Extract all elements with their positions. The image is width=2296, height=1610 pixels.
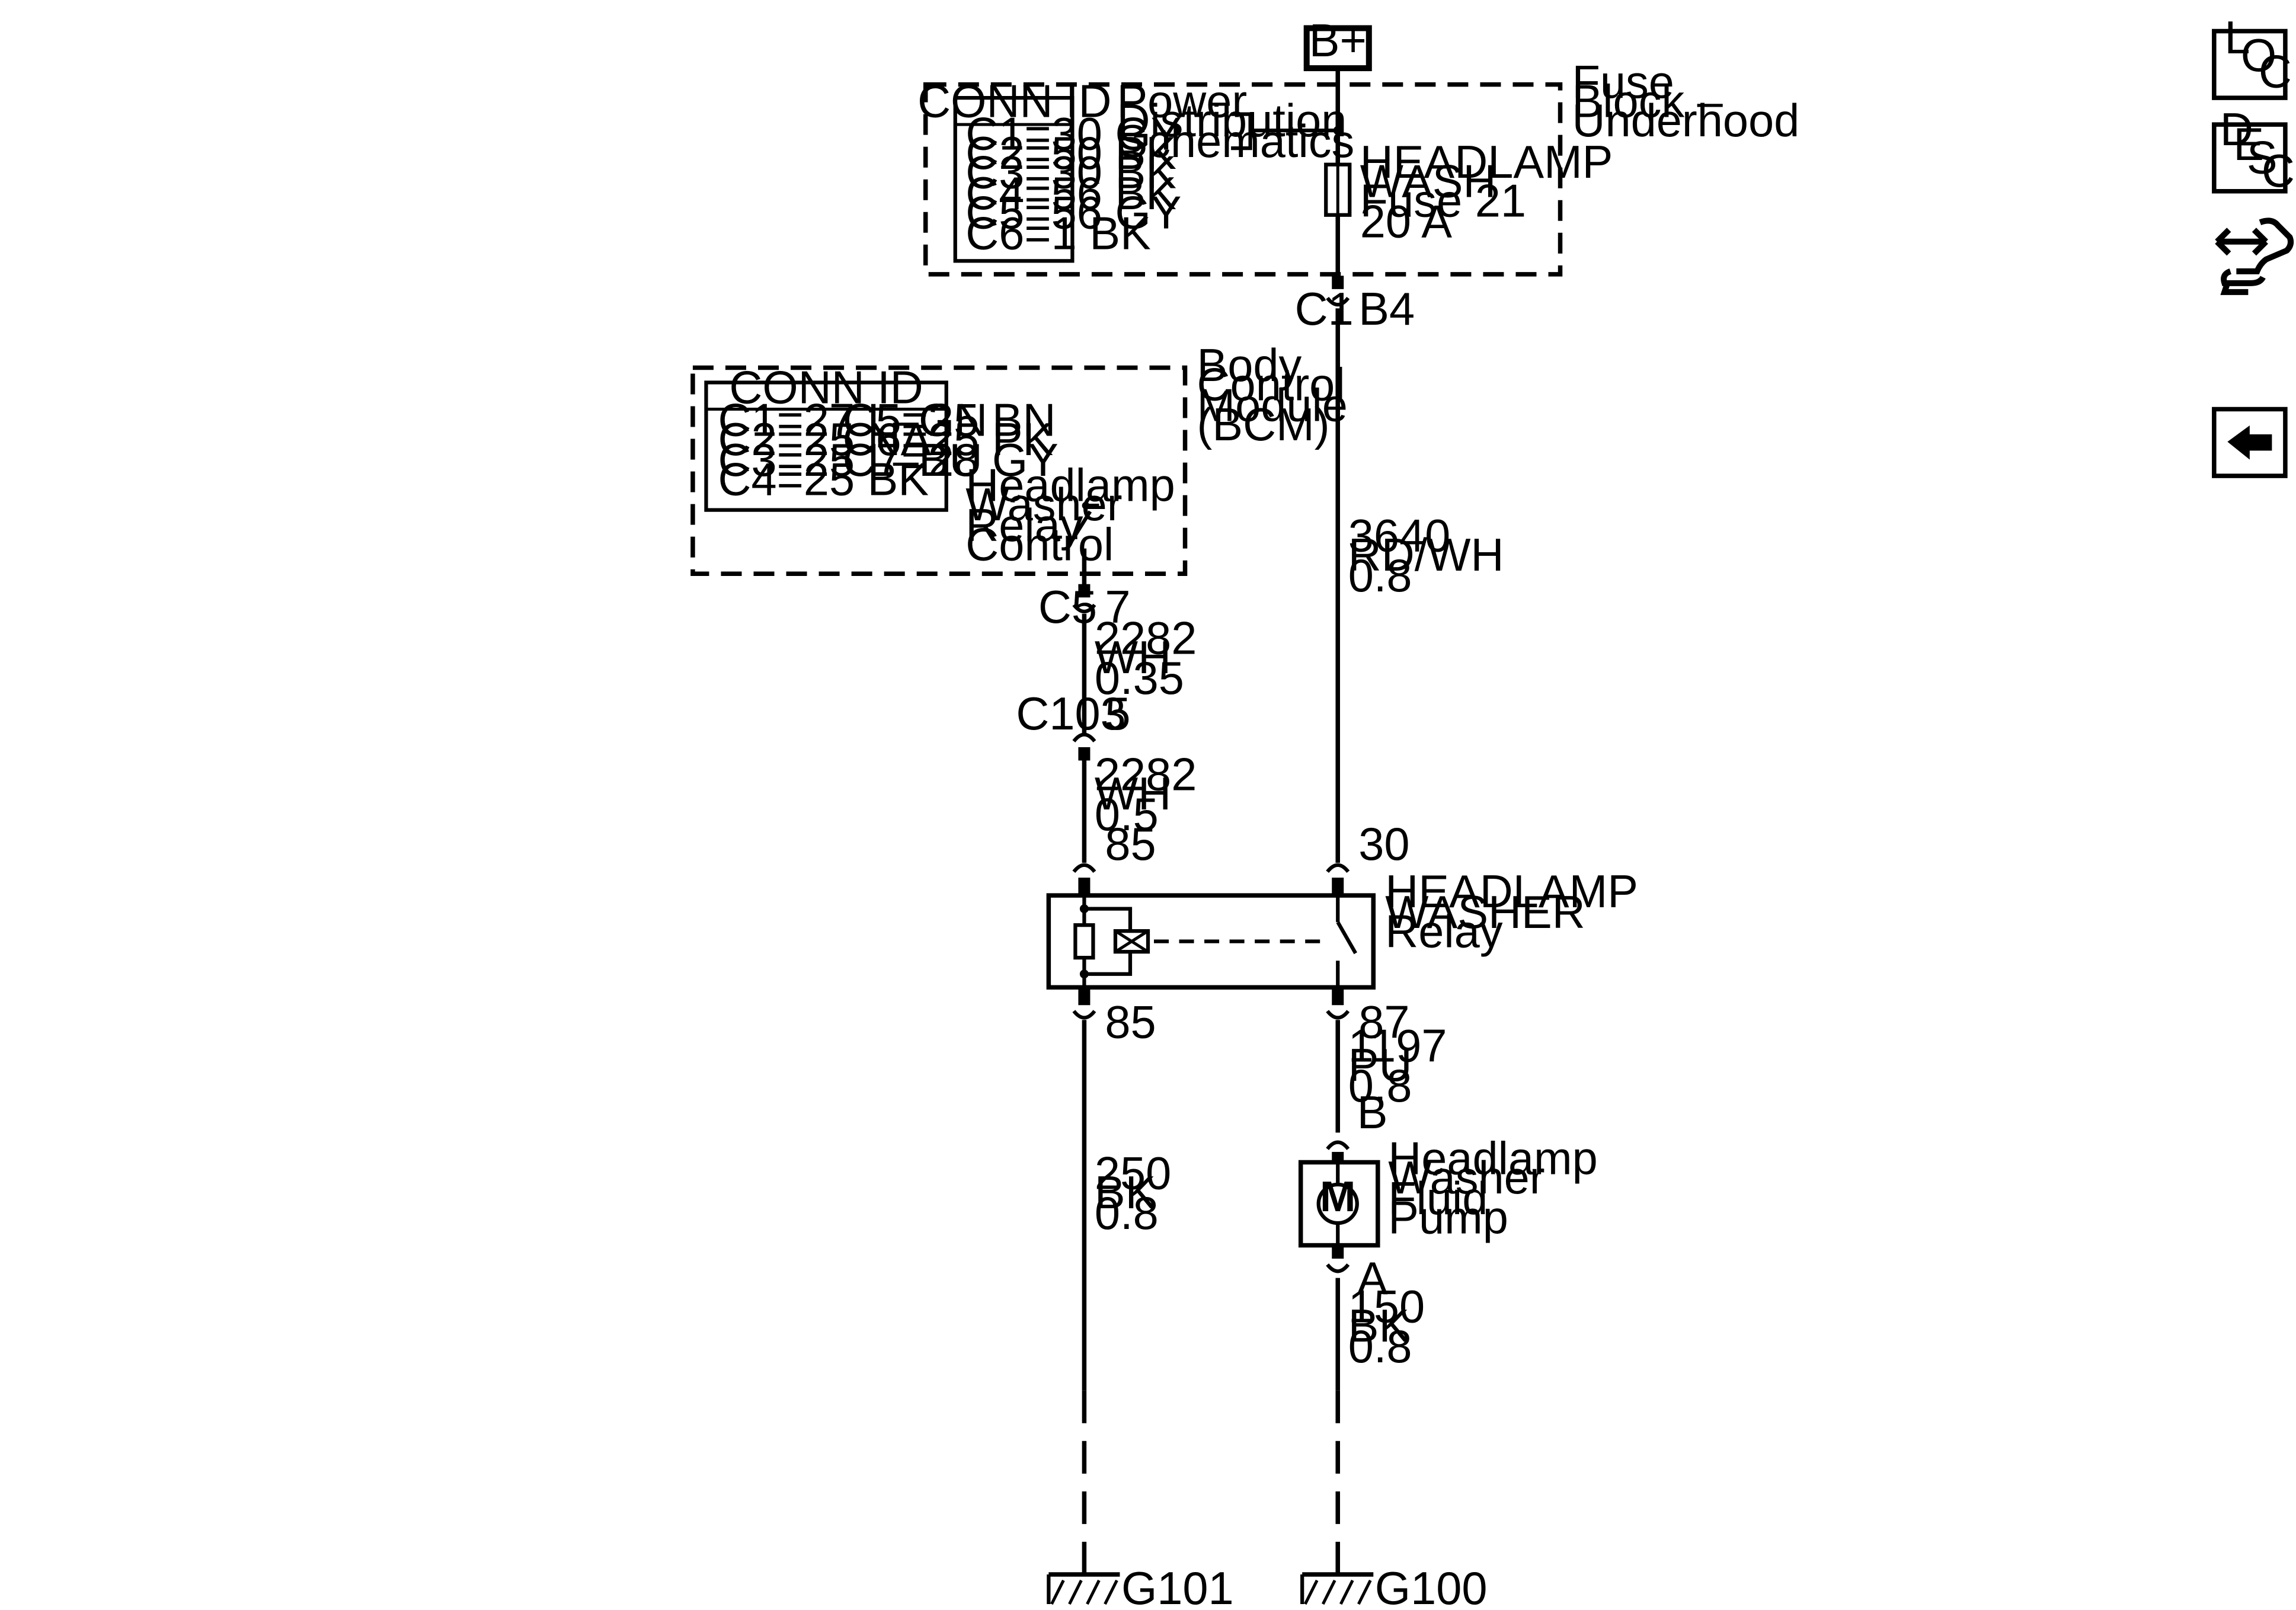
svg-text:WH: WH <box>1095 632 1171 683</box>
svg-text:0.8: 0.8 <box>1348 1061 1412 1112</box>
svg-text:C5: C5 <box>1038 582 1097 633</box>
headlamp-washer-fluid-pump: B M A Headlamp Washer Fluid Pump <box>1298 1087 1604 1304</box>
svg-text:3640: 3640 <box>1348 511 1451 562</box>
svg-text:1197: 1197 <box>1348 1020 1447 1071</box>
svg-text:Power: Power <box>1117 76 1247 127</box>
svg-text:0.8: 0.8 <box>1348 1321 1412 1372</box>
wire-2282-035-label: 2282 WH 0.35 <box>1095 613 1197 704</box>
svg-text:7: 7 <box>1105 582 1130 633</box>
fuse-block-underhood: Fuse Block – Underhood CONN ID C1=30 GY … <box>917 57 1800 277</box>
wire-3640-label: 3640 RD/WH 0.8 <box>1348 511 1504 602</box>
bcm-title: Body Control Module (BCM) <box>1197 340 1354 450</box>
svg-text:C: C <box>2262 146 2295 197</box>
svg-text:BK: BK <box>1348 1301 1409 1352</box>
diagnostic-flow-icon[interactable] <box>2215 217 2294 295</box>
battery-positive-source: B+ <box>1303 15 1372 72</box>
fuse-block-conn-id-table: CONN ID C1=30 GY C2=50 BK C3=30 BK C4=56… <box>917 76 1182 263</box>
svg-text:C: C <box>2259 47 2292 98</box>
svg-text:C103: C103 <box>1016 689 1125 740</box>
ground-wire-150: 150 BK 0.8 <box>1335 1278 1425 1574</box>
svg-text:WASH: WASH <box>1360 156 1496 207</box>
relay-title: HEADLAMP WASHER Relay <box>1385 866 1645 958</box>
svg-text:85: 85 <box>1105 997 1156 1048</box>
svg-text:CONN ID: CONN ID <box>917 76 1111 127</box>
svg-text:C3=30 BK: C3=30 BK <box>965 148 1176 199</box>
bcm-conn-id-table: CONN ID C1=27 L–GN C2=25 NA C3=25 L–BU C… <box>704 363 1059 512</box>
svg-text:2282: 2282 <box>1095 749 1197 800</box>
svg-text:Headlamp: Headlamp <box>965 460 1175 511</box>
svg-text:C4=56 BK: C4=56 BK <box>965 168 1176 219</box>
wire-1197: 1197 PU 0.8 <box>1335 1020 1447 1133</box>
back-button[interactable] <box>2212 406 2288 478</box>
svg-text:D: D <box>2220 104 2253 155</box>
svg-text:250: 250 <box>1095 1148 1171 1199</box>
headlamp-wash-fuse: HEADLAMP WASH Fuse 21 20 A <box>1324 137 1613 247</box>
svg-text:C6=25 PK: C6=25 PK <box>843 414 1054 465</box>
svg-text:S: S <box>2247 133 2278 184</box>
svg-text:Control: Control <box>965 520 1114 571</box>
svg-text:CONN ID: CONN ID <box>729 363 923 414</box>
svg-text:5: 5 <box>1105 689 1130 740</box>
svg-text:C3=25 L–BU: C3=25 L–BU <box>718 435 982 486</box>
svg-text:C2=50 BK: C2=50 BK <box>965 128 1176 179</box>
svg-text:C2=25 NA: C2=25 NA <box>718 414 931 465</box>
svg-text:0.35: 0.35 <box>1095 653 1184 704</box>
back-arrow-icon <box>2227 425 2272 460</box>
svg-text:B: B <box>1357 1087 1388 1138</box>
svg-text:BK: BK <box>1095 1167 1156 1218</box>
headlamp-washer-relay: 85 30 85 87 HEADLAMP WASHER Relay <box>1046 819 1645 1048</box>
svg-text:C7=28 GY: C7=28 GY <box>843 435 1059 486</box>
svg-text:M: M <box>1320 1173 1355 1221</box>
fuse-block-title: Fuse Block – Underhood <box>1572 57 1800 146</box>
svg-text:C1=27 L–GN: C1=27 L–GN <box>718 395 987 446</box>
svg-text:Fuse 21: Fuse 21 <box>1360 175 1526 226</box>
svg-text:C4=25 BK: C4=25 BK <box>718 454 929 505</box>
svg-text:G100: G100 <box>1375 1563 1488 1610</box>
svg-text:WH: WH <box>1095 769 1171 820</box>
svg-text:85: 85 <box>1105 819 1156 870</box>
svg-text:C1: C1 <box>1295 284 1354 335</box>
svg-text:O: O <box>2241 30 2276 81</box>
svg-text:C5=25 BN: C5=25 BN <box>843 395 1056 446</box>
connector-c103-pin5: C103 5 <box>1016 689 1131 761</box>
body-control-module: Body Control Module (BCM) CONN ID C1=27 … <box>690 340 1354 586</box>
connector-c5-pin7: C5 7 <box>1038 582 1131 633</box>
svg-text:20 A: 20 A <box>1360 196 1453 247</box>
svg-text:0.8: 0.8 <box>1348 550 1412 601</box>
svg-text:Relay: Relay <box>965 500 1083 551</box>
svg-text:RD/WH: RD/WH <box>1348 530 1504 581</box>
ground-wire-250: 250 BK 0.8 <box>1082 1020 1171 1574</box>
ground-g100: G100 <box>1302 1563 1487 1610</box>
svg-text:150: 150 <box>1348 1282 1425 1333</box>
svg-text:HEADLAMP: HEADLAMP <box>1360 137 1613 188</box>
svg-text:2282: 2282 <box>1095 613 1197 664</box>
svg-text:B4: B4 <box>1358 284 1415 335</box>
relay-control-switch: Headlamp Washer Relay Control <box>965 460 1175 586</box>
svg-text:C6=1 BK: C6=1 BK <box>965 208 1151 259</box>
loc-button[interactable]: L O C <box>2212 12 2292 100</box>
pump-title: Headlamp Washer Fluid Pump <box>1388 1133 1604 1243</box>
svg-text:E: E <box>2233 119 2264 170</box>
svg-text:L: L <box>2224 12 2250 63</box>
connector-c1-b4: C1 B4 <box>1295 276 1415 335</box>
svg-text:Schematics: Schematics <box>1117 116 1354 167</box>
svg-text:87: 87 <box>1358 997 1409 1048</box>
b-plus-label: B+ <box>1309 15 1367 66</box>
svg-text:0.8: 0.8 <box>1095 1188 1159 1239</box>
svg-text:30: 30 <box>1358 819 1409 870</box>
svg-text:A: A <box>1357 1253 1388 1304</box>
desc-button[interactable]: D E S C <box>2212 104 2295 197</box>
svg-text:Distribution: Distribution <box>1117 95 1347 146</box>
svg-text:C1=30 GY: C1=30 GY <box>965 109 1181 160</box>
svg-text:PU: PU <box>1348 1040 1412 1091</box>
ground-g101: G101 <box>1048 1563 1234 1610</box>
wire-2282-05-label: 2282 WH 0.5 <box>1095 749 1197 840</box>
svg-text:0.5: 0.5 <box>1095 789 1159 840</box>
power-distribution-reference[interactable]: Power Distribution Schematics <box>1117 76 1354 168</box>
svg-text:C5=56 GY: C5=56 GY <box>965 187 1181 238</box>
svg-text:G101: G101 <box>1121 1563 1234 1610</box>
